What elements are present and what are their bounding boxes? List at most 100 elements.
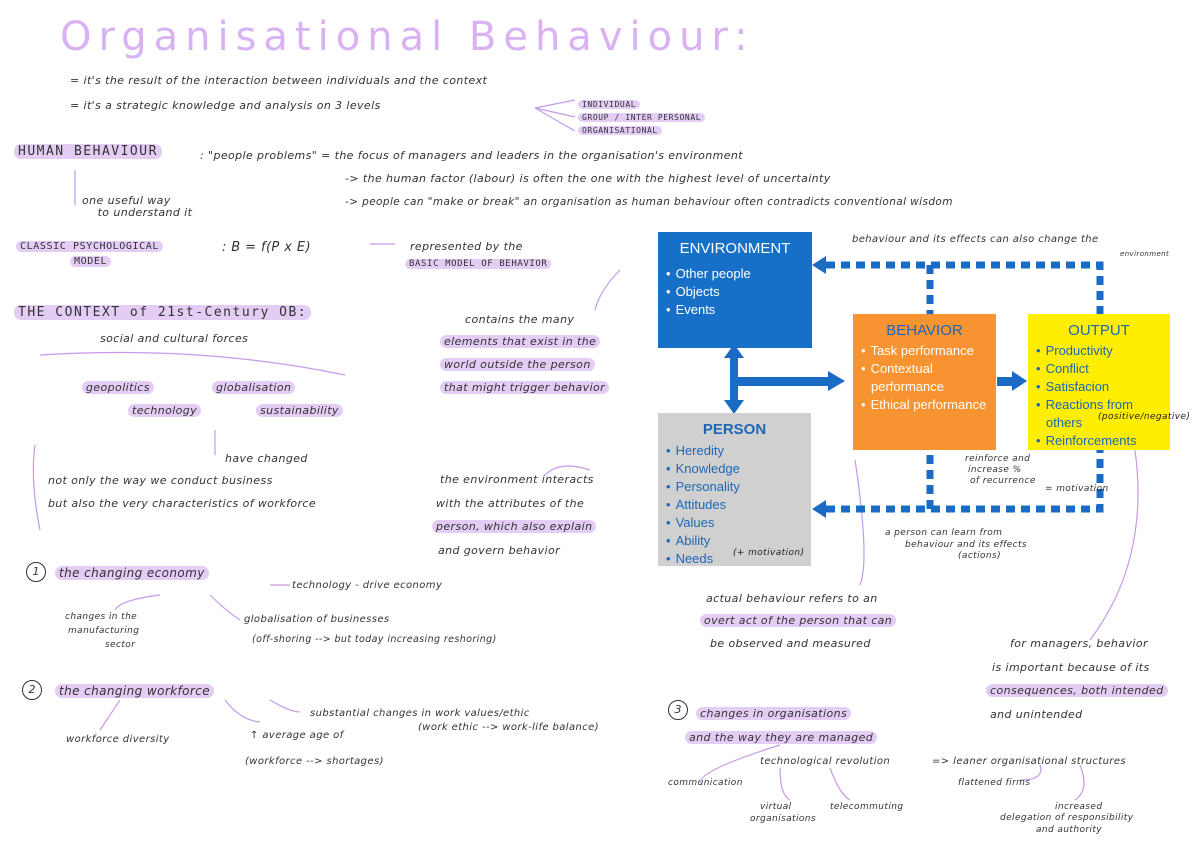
basic-model-label: BASIC MODEL OF BEHAVIOR: [405, 259, 552, 269]
section-1-title: the changing economy: [55, 566, 209, 580]
section-3-deleg-2: delegation of responsibility: [1000, 813, 1134, 823]
behavior-item: Task performance: [861, 342, 988, 360]
managers-note-4: and unintended: [990, 708, 1083, 721]
env-item: Other people: [666, 265, 804, 283]
person-note-4: and govern behavior: [438, 544, 561, 557]
person-item: Heredity: [666, 442, 803, 460]
section-1-left-1: changes in the: [65, 612, 138, 622]
section-1-tech: technology - drive economy: [292, 580, 443, 591]
actual-behaviour-1: actual behaviour refers to an: [706, 592, 878, 605]
env-note-2: elements that exist in the: [440, 335, 601, 348]
section-3-telecommuting: telecommuting: [830, 802, 904, 812]
reinforce-note-2: increase %: [968, 465, 1022, 475]
managers-note-2: is important because of its: [992, 661, 1150, 674]
section-3-title-2: and the way they are managed: [685, 731, 878, 744]
behavior-title: BEHAVIOR: [886, 322, 963, 339]
person-note-1: the environment interacts: [440, 473, 594, 486]
section-1-left-3: sector: [105, 640, 136, 650]
section-3-deleg-1: increased: [1055, 802, 1103, 812]
output-title: OUTPUT: [1068, 322, 1130, 339]
section-2-values-1: substantial changes in work values/ethic: [310, 708, 530, 719]
section-1-glob-2: (off-shoring --> but today increasing re…: [252, 634, 497, 645]
person-note-3: person, which also explain: [432, 520, 597, 533]
behavior-item: Ethical performance: [861, 396, 988, 414]
output-item: Reinforcements: [1036, 432, 1162, 450]
section-3-communication: communication: [668, 778, 743, 788]
section-2-age-2: (workforce --> shortages): [245, 756, 384, 767]
output-item: Productivity: [1036, 342, 1162, 360]
person-note-2: with the attributes of the: [436, 497, 585, 510]
managers-note-3: consequences, both intended: [986, 684, 1168, 697]
environment-box: ENVIRONMENT Other people Objects Events: [658, 232, 812, 348]
person-motivation-note: (+ motivation): [733, 548, 805, 558]
person-item: Knowledge: [666, 460, 803, 478]
person-title: PERSON: [702, 421, 767, 438]
motivation-note: = motivation: [1045, 484, 1109, 494]
section-2-age-1: ↑ average age of: [250, 730, 344, 741]
level-group: GROUP / INTER PERSONAL: [578, 113, 706, 122]
level-organisational: ORGANISATIONAL: [578, 126, 662, 135]
person-item: Personality: [666, 478, 803, 496]
section-2-diversity: workforce diversity: [66, 734, 170, 745]
output-box: OUTPUT Productivity Conflict Satisfacion…: [1028, 314, 1170, 450]
reinforce-note-1: reinforce and: [965, 454, 1031, 464]
output-item: Conflict: [1036, 360, 1162, 378]
classic-model-label-2: MODEL: [70, 256, 112, 267]
force-geopolitics: geopolitics: [82, 381, 154, 394]
output-item: Satisfacion: [1036, 378, 1162, 396]
level-individual: INDIVIDUAL: [578, 100, 641, 109]
env-item: Objects: [666, 283, 804, 301]
section-3-title-1: changes in organisations: [696, 707, 852, 720]
section-2-title: the changing workforce: [55, 684, 214, 698]
managers-note-1: for managers, behavior: [1010, 637, 1148, 650]
force-sustainability: sustainability: [256, 404, 343, 417]
behavior-box: BEHAVIOR Task performance Contextual per…: [853, 314, 996, 450]
person-item: Ability: [666, 532, 803, 550]
section-3-leaner: => leaner organisational structures: [932, 756, 1126, 767]
human-behaviour-line2: -> the human factor (labour) is often th…: [345, 172, 831, 185]
section-1-glob-1: globalisation of businesses: [244, 614, 390, 625]
human-behaviour-line3: -> people can "make or break" an organis…: [345, 196, 953, 208]
person-box: PERSON Heredity Knowledge Personality At…: [658, 413, 811, 566]
top-change-note-2: environment: [1120, 250, 1170, 258]
force-globalisation: globalisation: [212, 381, 296, 394]
force-technology: technology: [128, 404, 202, 417]
human-behaviour-label: HUMAN BEHAVIOUR: [14, 144, 162, 159]
classic-model-formula: : B = f(P x E): [222, 240, 311, 255]
context-line-2: but also the very characteristics of wor…: [48, 497, 317, 510]
section-2-values-2: (work ethic --> work-life balance): [418, 722, 600, 733]
context-subtitle: social and cultural forces: [100, 332, 249, 345]
output-item: Reactions from others: [1036, 396, 1162, 432]
useful-way-note: one useful way to understand it: [82, 194, 193, 219]
behavior-item: Contextual performance: [861, 360, 988, 396]
section-1-number: 1: [26, 562, 46, 582]
section-2-number: 2: [22, 680, 42, 700]
output-posneg-note: (positive/negative): [1098, 412, 1191, 422]
page-title: Organisational Behaviour:: [60, 14, 755, 60]
section-3-number: 3: [668, 700, 688, 720]
reinforce-note-3: of recurrence: [970, 476, 1036, 486]
context-title: THE CONTEXT of 21st-Century OB:: [14, 305, 312, 320]
section-3-flattened: flattened firms: [958, 778, 1031, 788]
human-behaviour-def: : "people problems" = the focus of manag…: [200, 149, 743, 162]
intro-line-1: = it's the result of the interaction bet…: [70, 74, 488, 87]
represented-by: represented by the: [410, 240, 523, 253]
learn-note-1: a person can learn from: [885, 528, 1003, 538]
env-item: Events: [666, 301, 804, 319]
person-item: Needs: [666, 550, 803, 568]
environment-title: ENVIRONMENT: [679, 240, 791, 257]
section-3-virtual-2: organisations: [750, 814, 816, 824]
section-3-tech-revolution: technological revolution: [760, 756, 891, 767]
learn-note-3: (actions): [958, 551, 1002, 561]
section-1-left-2: manufacturing: [68, 626, 140, 636]
env-note-3: world outside the person: [440, 358, 595, 371]
person-item: Values: [666, 514, 803, 532]
person-item: Attitudes: [666, 496, 803, 514]
actual-behaviour-3: be observed and measured: [710, 637, 871, 650]
top-change-note: behaviour and its effects can also chang…: [852, 234, 1099, 245]
section-3-deleg-3: and authority: [1036, 825, 1103, 835]
env-note-4: that might trigger behavior: [440, 381, 610, 394]
have-changed: have changed: [225, 452, 308, 465]
intro-line-2: = it's a strategic knowledge and analysi…: [70, 99, 381, 112]
